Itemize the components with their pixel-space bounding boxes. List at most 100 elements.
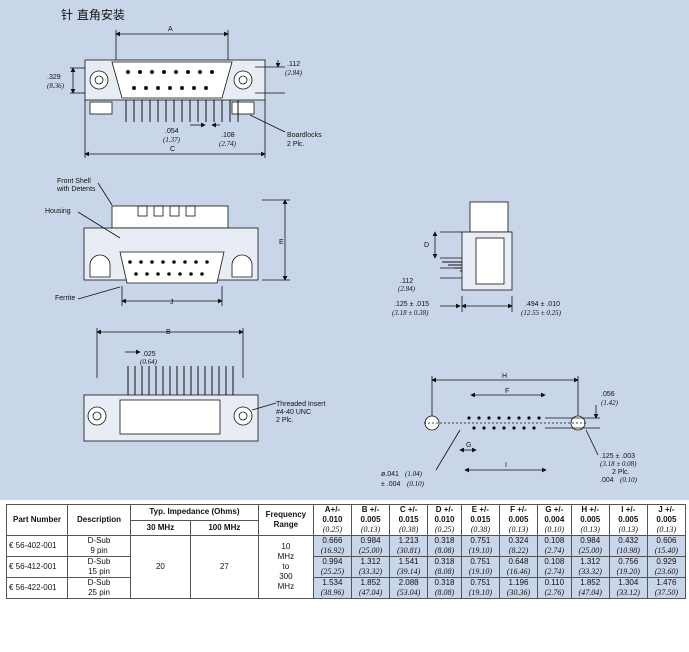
part-number: € 56-402-001 <box>6 535 68 557</box>
footprint-hole <box>527 416 531 420</box>
label-D: D <box>424 242 429 249</box>
side-494-mm: (12.55 ± 0.25) <box>521 309 562 317</box>
footprint-hole <box>502 426 506 430</box>
pin-contact <box>174 70 178 74</box>
pin-contact <box>180 86 184 90</box>
dim-108-mm: (2.74) <box>219 140 237 148</box>
boardlocks-label-1: Boardlocks <box>287 132 322 139</box>
label-J: J <box>170 299 174 306</box>
value-cell: 0.432(10.98) <box>608 535 648 557</box>
dim-056-mm: (1.42) <box>601 399 619 407</box>
header-col-b: B +/-0.005(0.13) <box>350 504 391 536</box>
dim-112-mm: (2.84) <box>285 69 303 77</box>
header-col-c: C +/-0.015(0.38) <box>389 504 429 536</box>
pin-contact <box>156 272 160 276</box>
technical-drawing: A .329 (8.36) .112 (2.84) .054 (1.37) .1… <box>45 26 638 488</box>
value-cell: 1.852(47.04) <box>350 577 391 599</box>
ferrite-label: Ferrite <box>55 295 75 302</box>
value-cell: 1.312(33.32) <box>350 556 391 578</box>
part-number: € 56-422-001 <box>6 577 68 599</box>
value-cell: 0.984(25.00) <box>350 535 391 557</box>
label-C: C <box>170 146 175 153</box>
pin-contact <box>186 70 190 74</box>
footprint-hole <box>512 426 516 430</box>
boardlocks-label-2: 2 Plc. <box>287 141 305 148</box>
header-typ-impedance: Typ. Impedance (Ohms) <box>130 504 259 521</box>
dim-004: .004 <box>600 477 614 484</box>
impedance-30mhz: 20 <box>130 535 191 599</box>
header-col-j: J +/-0.005(0.13) <box>646 504 687 536</box>
value-cell: 0.108(2.74) <box>537 535 572 557</box>
value-cell: 0.108(2.74) <box>537 556 572 578</box>
footprint-hole <box>472 426 476 430</box>
footprint-hole <box>482 426 486 430</box>
pin-contact <box>198 70 202 74</box>
pin-contact <box>200 272 204 276</box>
side-112-mm: (2.84) <box>398 285 416 293</box>
dim-041-mm: (1.04) <box>405 470 423 478</box>
dim-004-mm: (0.10) <box>620 476 638 484</box>
value-cell: 0.606(15.40) <box>646 535 687 557</box>
value-cell: 0.648(16.46) <box>498 556 539 578</box>
pin-contact <box>192 86 196 90</box>
value-cell: 0.318(8.08) <box>427 535 462 557</box>
label-B: B <box>166 329 171 336</box>
pin-contact <box>132 86 136 90</box>
value-cell: 0.666(16.92) <box>312 535 352 557</box>
value-cell: 1.213(30.81) <box>389 535 429 557</box>
side-112: .112 <box>400 278 413 285</box>
front-shell-label-1: Front Shell <box>57 178 91 185</box>
pin-contact <box>210 70 214 74</box>
pin-contact <box>150 70 154 74</box>
side-494: .494 ± .010 <box>525 301 560 308</box>
dim-329: .329 <box>47 74 61 81</box>
impedance-100mhz: 27 <box>189 535 259 599</box>
dim-125b: .125 ± .003 <box>600 453 635 460</box>
pin-contact <box>126 70 130 74</box>
dim-329-mm: (8.36) <box>47 82 65 90</box>
pin-contact <box>144 86 148 90</box>
pin-contact <box>134 272 138 276</box>
footprint-hole <box>467 416 471 420</box>
pin-contact <box>167 272 171 276</box>
dim-125b-plc: 2 Plc. <box>612 469 630 476</box>
footprint-hole <box>497 416 501 420</box>
value-cell: 0.324(8.22) <box>498 535 539 557</box>
header-frequency-range: Frequency Range <box>257 504 314 536</box>
pin-contact <box>189 272 193 276</box>
pin-contact <box>145 272 149 276</box>
value-cell: 1.852(47.04) <box>570 577 610 599</box>
label-F: F <box>505 388 509 395</box>
threaded-label-2: #4-40 UNC <box>276 409 311 416</box>
pin-contact <box>205 260 209 264</box>
dim-041b-mm: (0.10) <box>407 480 425 488</box>
pin-contact <box>178 272 182 276</box>
value-cell: 1.476(37.50) <box>646 577 687 599</box>
footprint-hole <box>532 426 536 430</box>
value-cell: 1.304(33.12) <box>608 577 648 599</box>
header-col-f: F +/-0.005(0.13) <box>498 504 539 536</box>
footprint-hole <box>537 416 541 420</box>
dim-025: .025 <box>142 351 156 358</box>
footprint-hole <box>477 416 481 420</box>
pin-contact <box>138 70 142 74</box>
value-cell: 0.756(19.20) <box>608 556 648 578</box>
drawing-sheet: 针 直角安装 <box>45 8 638 488</box>
pin-contact <box>156 86 160 90</box>
page-title: 针 直角安装 <box>61 8 125 22</box>
dim-108: .108 <box>221 132 235 139</box>
value-cell: 2.088(53.04) <box>389 577 429 599</box>
pin-contact <box>204 86 208 90</box>
label-G: G <box>466 442 471 449</box>
value-cell: 0.929(23.60) <box>646 556 687 578</box>
threaded-label-3: 2 Plc. <box>276 417 294 424</box>
threaded-label-1: Threaded Insert <box>276 401 325 408</box>
dim-041: ø.041 <box>381 471 399 478</box>
housing-label: Housing <box>45 208 71 215</box>
